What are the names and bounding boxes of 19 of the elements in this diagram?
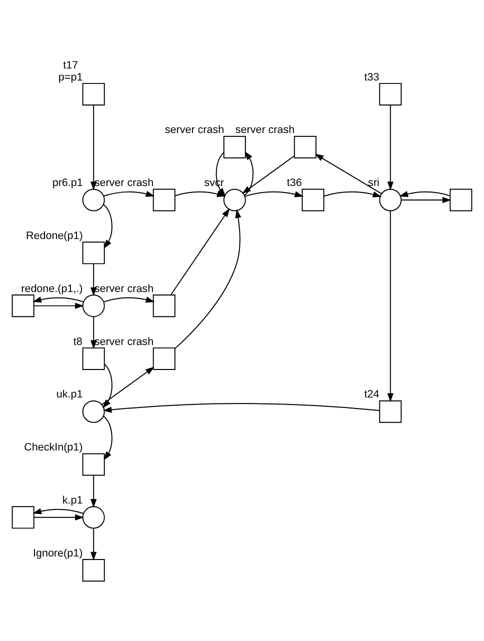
- node-label: sri: [368, 177, 380, 190]
- node-label: uk.p1: [56, 388, 83, 401]
- node-label: server crash: [235, 124, 295, 136]
- node-label: server crash: [94, 177, 154, 190]
- node-label: redone.(p1,.): [21, 282, 83, 295]
- node-label: server crash: [94, 336, 154, 348]
- node-label: CheckIn(p1): [24, 442, 83, 454]
- node-label: p=p1: [58, 71, 83, 84]
- node-label: server crash: [164, 124, 224, 136]
- node-label: pr6.p1: [52, 177, 83, 190]
- node-label: t17: [63, 60, 78, 72]
- node-label: t36: [286, 177, 302, 190]
- node-label: t33: [364, 71, 380, 84]
- node-label: t8: [73, 336, 82, 348]
- node-label: t24: [364, 388, 380, 401]
- node-label: Redone(p1): [26, 230, 83, 242]
- node-label: Ignore(p1): [32, 547, 83, 560]
- node-label: server crash: [94, 282, 154, 295]
- node-label: k.p1: [62, 494, 83, 506]
